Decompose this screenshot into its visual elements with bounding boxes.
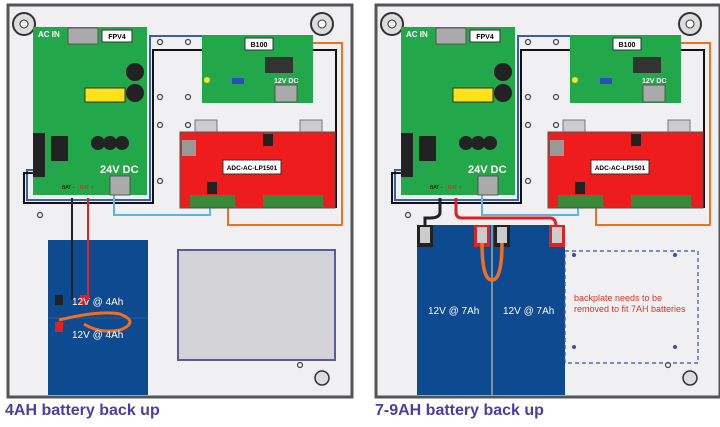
lightblue-wire (481, 195, 579, 216)
fpv4-board: FPV4 AC IN 24V DC BAT - BAT + (33, 27, 147, 196)
battery-left-label: 12V @ 7Ah (428, 306, 479, 317)
dc24-label: 24V DC (468, 164, 507, 176)
battery-4ah: 12V @ 4Ah 12V @ 4Ah (48, 240, 148, 395)
dc12-label: 12V DC (274, 78, 299, 85)
fpv4-label: FPV4 (476, 34, 494, 41)
lp1501-board: ADC-AC-LP1501 (179, 119, 336, 209)
mount-hole-icon (682, 370, 698, 386)
mount-hole-icon (380, 12, 404, 36)
batteries-7ah: 12V @ 7Ah 12V @ 7Ah (417, 225, 565, 395)
mount-hole-icon (310, 12, 334, 36)
orange-wire (227, 42, 343, 226)
lp1501-board: ADC-AC-LP1501 (547, 119, 704, 209)
battery-bottom-label: 12V @ 4Ah (72, 330, 123, 341)
bat-minus-label: BAT - (430, 185, 443, 191)
mount-hole-icon (12, 12, 36, 36)
bat-minus-label: BAT - (62, 185, 75, 191)
note-line1: backplate needs to be (574, 293, 662, 303)
dc24-label: 24V DC (100, 164, 139, 176)
backplate-outline (564, 250, 699, 364)
ac-in-label: AC IN (38, 30, 60, 39)
backplate (177, 249, 336, 361)
backplate-screws (572, 253, 677, 349)
standoffs (36, 38, 304, 369)
battery-top-label: 12V @ 4Ah (72, 297, 123, 308)
orange-wire (595, 42, 711, 226)
ac-in-label: AC IN (406, 30, 428, 39)
b100-label: B100 (619, 42, 636, 49)
lightblue-wire (113, 195, 211, 216)
fpv4-label: FPV4 (108, 34, 126, 41)
battery-black-wire-r (423, 198, 442, 227)
fpv4-board: FPV4 AC IN 24V DC BAT - BAT + (401, 27, 515, 196)
bat-plus-label: BAT + (448, 185, 462, 191)
b100-label: B100 (251, 42, 268, 49)
lp1501-label: ADC-AC-LP1501 (227, 165, 278, 172)
b100-board: B100 12V DC (202, 35, 313, 103)
lp1501-label: ADC-AC-LP1501 (595, 165, 646, 172)
caption-4ah: 4AH battery back up (5, 402, 160, 419)
caption-7ah: 7-9AH battery back up (375, 402, 544, 419)
battery-red-wire-r (454, 198, 558, 228)
dc12-label: 12V DC (642, 78, 667, 85)
bat-plus-label: BAT + (80, 185, 94, 191)
note-line2: removed to fit 7AH batteries (574, 304, 686, 314)
battery-right-label: 12V @ 7Ah (503, 306, 554, 317)
mount-hole-icon (678, 12, 702, 36)
b100-board: B100 12V DC (570, 35, 681, 103)
mount-hole-icon (314, 370, 330, 386)
